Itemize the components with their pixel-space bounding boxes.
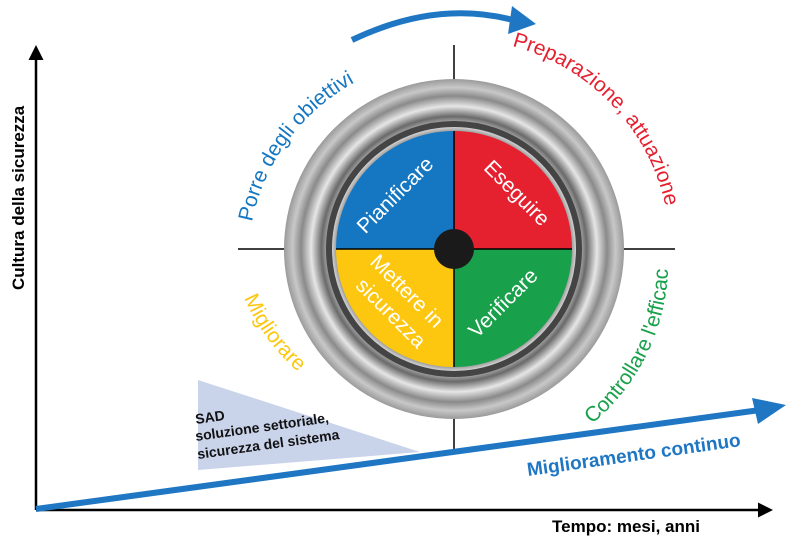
tire-inner-ring: [326, 121, 582, 377]
hub: [434, 229, 474, 269]
cycle-arrowhead: [508, 6, 536, 34]
quadrant-do: [454, 131, 572, 249]
x-axis-label: Tempo: mesi, anni: [552, 517, 700, 536]
quadrant-check: [454, 249, 572, 367]
trend-arrowhead: [752, 398, 786, 424]
sad-title: SAD: [194, 407, 226, 427]
quadrant-act: [336, 249, 454, 367]
cycle-arrow: [350, 10, 521, 43]
y-axis-label: Cultura della sicurezza: [9, 105, 28, 290]
quadrant-plan: [336, 131, 454, 249]
trend-arrow: [35, 407, 761, 512]
sad-wedge: [198, 380, 420, 470]
